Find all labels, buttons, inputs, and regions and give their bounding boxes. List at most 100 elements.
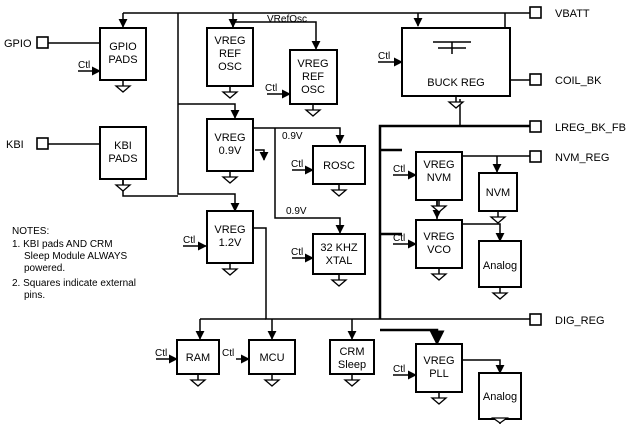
kbi-pads-label-line2: PADS [108, 153, 137, 165]
ctl-label-vreg-12v: Ctl [183, 235, 195, 246]
notes-line-6: pins. [24, 290, 45, 301]
blocks [99, 27, 522, 420]
gpio-pads-block [99, 27, 147, 81]
vreg-12v-block [206, 210, 254, 264]
ground-icon [447, 101, 465, 109]
nvm-label: NVM [486, 187, 510, 199]
ground-icon [430, 205, 448, 213]
lreg-bk-fb-pin-label: LREG_BK_FB [555, 122, 626, 134]
rail-09v-label-b: 0.9V [286, 206, 307, 217]
crm-sleep-block [329, 339, 375, 375]
signal-labels: VRefOsc 0.9V 0.9V Ctl Ctl Ctl Ctl Ctl Ct… [78, 14, 405, 375]
gpio-pads-label-line1: GPIO [109, 41, 137, 53]
notes-line-1: NOTES: [12, 226, 49, 237]
ground-icon [430, 273, 448, 281]
block-labels: GPIO PADS KBI PADS VREG REF OSC VREG REF… [108, 35, 517, 403]
ground-icon [330, 279, 348, 287]
ctl-label-mcu: Ctl [222, 348, 234, 359]
ctl-label-xtal: Ctl [291, 247, 303, 258]
vreg-nvm-label-line1: VREG [423, 159, 454, 171]
gpio-pin [36, 36, 49, 49]
transistor-symbol [433, 41, 471, 54]
notes-line-2: 1. KBI pads AND CRM [12, 239, 113, 250]
vreg-pll-label-line1: VREG [423, 355, 454, 367]
ground-icon [330, 189, 348, 197]
kbi-pads-label-line1: KBI [114, 140, 132, 152]
ground-icon [489, 216, 507, 224]
ctl-label-rosc: Ctl [291, 159, 303, 170]
vreg-ref-osc-1-label-line1: VREG [214, 35, 245, 47]
vreg-09v-label-line1: VREG [214, 132, 245, 144]
rosc-label: ROSC [323, 160, 355, 172]
ram-label: RAM [186, 352, 210, 364]
rail-09v-label-a: 0.9V [282, 131, 303, 142]
notes-line-5: 2. Squares indicate external [12, 278, 136, 289]
ground-icon [304, 109, 322, 117]
vreg-vco-label-line2: VCO [427, 244, 451, 256]
ground-icon [189, 379, 207, 387]
crm-sleep-label-line1: CRM [339, 346, 364, 358]
mcu-label: MCU [259, 352, 284, 364]
ground-icon [343, 379, 361, 387]
notes-line-4: powered. [24, 263, 65, 274]
vbatt-pin-label: VBATT [555, 8, 590, 20]
vreg-ref-osc-block-2 [289, 49, 338, 105]
ctl-label-gpio: Ctl [78, 60, 90, 71]
xtal-block [312, 233, 366, 275]
ground-symbols [114, 80, 510, 425]
notes: NOTES: 1. KBI pads AND CRM Sleep Module … [12, 226, 136, 301]
ground-icon [221, 91, 239, 99]
ctl-label-vreg-ref-osc-2: Ctl [265, 83, 277, 94]
analog-block-2 [478, 372, 522, 420]
ground-icon [263, 379, 281, 387]
coil-bk-pin-label: COIL_BK [555, 75, 602, 87]
xtal-label-line1: 32 KHZ [320, 242, 358, 254]
vreg-pll-label-line2: PLL [429, 368, 449, 380]
nvm-reg-pin [529, 150, 542, 163]
pins [36, 6, 542, 326]
vrefosc-label: VRefOsc [267, 14, 307, 25]
dig-reg-pin [529, 313, 542, 326]
notes-line-3: Sleep Module ALWAYS [24, 251, 128, 262]
ground-icon [221, 268, 239, 276]
vreg-12v-label-line2: 1.2V [219, 237, 242, 249]
vreg-09v-block [206, 118, 254, 172]
wires [48, 12, 530, 380]
ground-icon [490, 417, 510, 424]
buck-reg-block [401, 27, 511, 97]
ground-icon [491, 292, 509, 300]
vreg-ref-osc-block-1 [206, 27, 254, 87]
vreg-pll-block [415, 343, 463, 393]
vbatt-pin [529, 6, 542, 19]
ctl-label-vreg-nvm: Ctl [393, 164, 405, 175]
ground-icon [114, 184, 132, 192]
vreg-vco-block [415, 219, 463, 269]
vreg-ref-osc-2-label-line2: REF [302, 71, 324, 83]
vreg-ref-osc-2-label-line1: VREG [297, 58, 328, 70]
nvm-block [478, 172, 518, 212]
xtal-label-line2: XTAL [326, 255, 353, 267]
gpio-pin-label: GPIO [4, 38, 32, 50]
crm-sleep-label-line2: Sleep [338, 359, 366, 371]
buck-reg-label: BUCK REG [427, 77, 484, 89]
vreg-nvm-block [415, 151, 463, 201]
vreg-ref-osc-1-label-line3: OSC [218, 61, 242, 73]
dig-reg-pin-label: DIG_REG [555, 315, 605, 327]
coil-bk-pin [529, 73, 542, 86]
ground-icon [114, 85, 132, 93]
vreg-ref-osc-2-label-line3: OSC [301, 84, 325, 96]
ctl-label-buck-reg: Ctl [378, 51, 390, 62]
mcu-block [248, 339, 296, 375]
ctl-label-vreg-pll: Ctl [393, 364, 405, 375]
vreg-vco-label-line1: VREG [423, 231, 454, 243]
kbi-pin-label: KBI [6, 139, 24, 151]
analog-1-label: Analog [483, 260, 517, 272]
ctl-label-vreg-vco: Ctl [393, 233, 405, 244]
ground-icon [430, 397, 448, 405]
nvm-reg-pin-label: NVM_REG [555, 152, 609, 164]
ground-icon [221, 176, 239, 184]
vreg-12v-label-line1: VREG [214, 224, 245, 236]
ctl-label-ram: Ctl [155, 348, 167, 359]
